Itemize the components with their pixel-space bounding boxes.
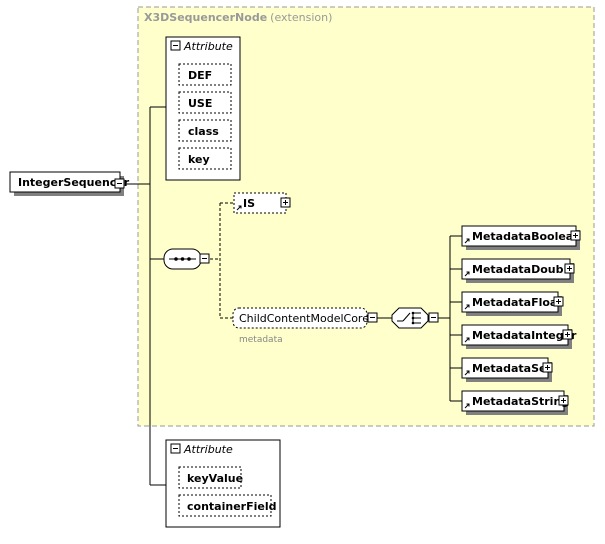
group-child-content-model-core[interactable]: ChildContentModelCore metadata (232, 307, 378, 345)
collapse-icon[interactable] (114, 178, 125, 189)
choice-item-metadata-string[interactable]: MetadataString (461, 390, 569, 415)
expand-icon[interactable] (570, 230, 581, 241)
collapse-icon[interactable] (170, 40, 181, 51)
svg-text:MetadataBoolean: MetadataBoolean (472, 230, 581, 243)
svg-text:DEF: DEF (188, 69, 212, 82)
choice-item-metadata-integer[interactable]: MetadataInteger (461, 324, 577, 349)
expand-icon[interactable] (553, 296, 564, 307)
expand-icon[interactable] (542, 362, 553, 373)
attribute-container-field[interactable]: containerField (178, 494, 276, 517)
attribute-key-value[interactable]: keyValue (178, 466, 243, 489)
svg-text:MetadataString: MetadataString (472, 395, 569, 408)
choice-item-metadata-float[interactable]: MetadataFloat (461, 291, 564, 316)
svg-text:MetadataFloat: MetadataFloat (472, 296, 563, 309)
choice-item-metadata-double[interactable]: MetadataDouble (461, 258, 575, 283)
svg-text:USE: USE (188, 97, 212, 110)
group-sublabel: metadata (239, 335, 283, 345)
svg-text:IS: IS (243, 197, 255, 210)
attribute-key[interactable]: key (178, 147, 232, 170)
svg-text:MetadataSet: MetadataSet (472, 362, 552, 375)
root-element[interactable]: IntegerSequencer (9, 171, 130, 196)
choice-compositor[interactable] (391, 307, 439, 329)
collapse-icon[interactable] (170, 443, 181, 454)
expand-icon[interactable] (280, 197, 291, 208)
extension-title: X3DSequencerNode(extension) (144, 11, 332, 24)
expand-icon[interactable] (564, 263, 575, 274)
svg-text:MetadataDouble: MetadataDouble (472, 263, 575, 276)
attribute-def[interactable]: DEF (178, 63, 232, 86)
attribute-group-top: Attribute DEF USE class key (165, 36, 241, 181)
svg-text:containerField: containerField (187, 500, 276, 513)
attribute-title: Attribute (183, 40, 233, 53)
attribute-group-bottom: Attribute keyValue containerField (165, 439, 281, 528)
attribute-use[interactable]: USE (178, 91, 232, 114)
attribute-class[interactable]: class (178, 119, 232, 142)
expand-icon[interactable] (562, 329, 573, 340)
reference-arrow-icon (236, 205, 242, 211)
svg-text:MetadataInteger: MetadataInteger (472, 329, 577, 342)
svg-text:ChildContentModelCore: ChildContentModelCore (239, 312, 369, 325)
svg-text:key: key (188, 153, 210, 166)
optional-connectors (210, 202, 234, 319)
choice-item-metadata-boolean[interactable]: MetadataBoolean (461, 225, 581, 250)
attribute-title: Attribute (183, 443, 233, 456)
collapse-icon[interactable] (367, 312, 378, 323)
sequence-compositor[interactable] (163, 248, 210, 270)
expand-icon[interactable] (558, 395, 569, 406)
choice-item-metadata-set[interactable]: MetadataSet (461, 357, 553, 382)
root-label: IntegerSequencer (18, 176, 130, 189)
svg-text:class: class (188, 125, 219, 138)
collapse-icon[interactable] (199, 253, 210, 264)
is-element[interactable]: IS (233, 192, 291, 214)
collapse-icon[interactable] (428, 312, 439, 323)
svg-text:keyValue: keyValue (187, 472, 243, 485)
